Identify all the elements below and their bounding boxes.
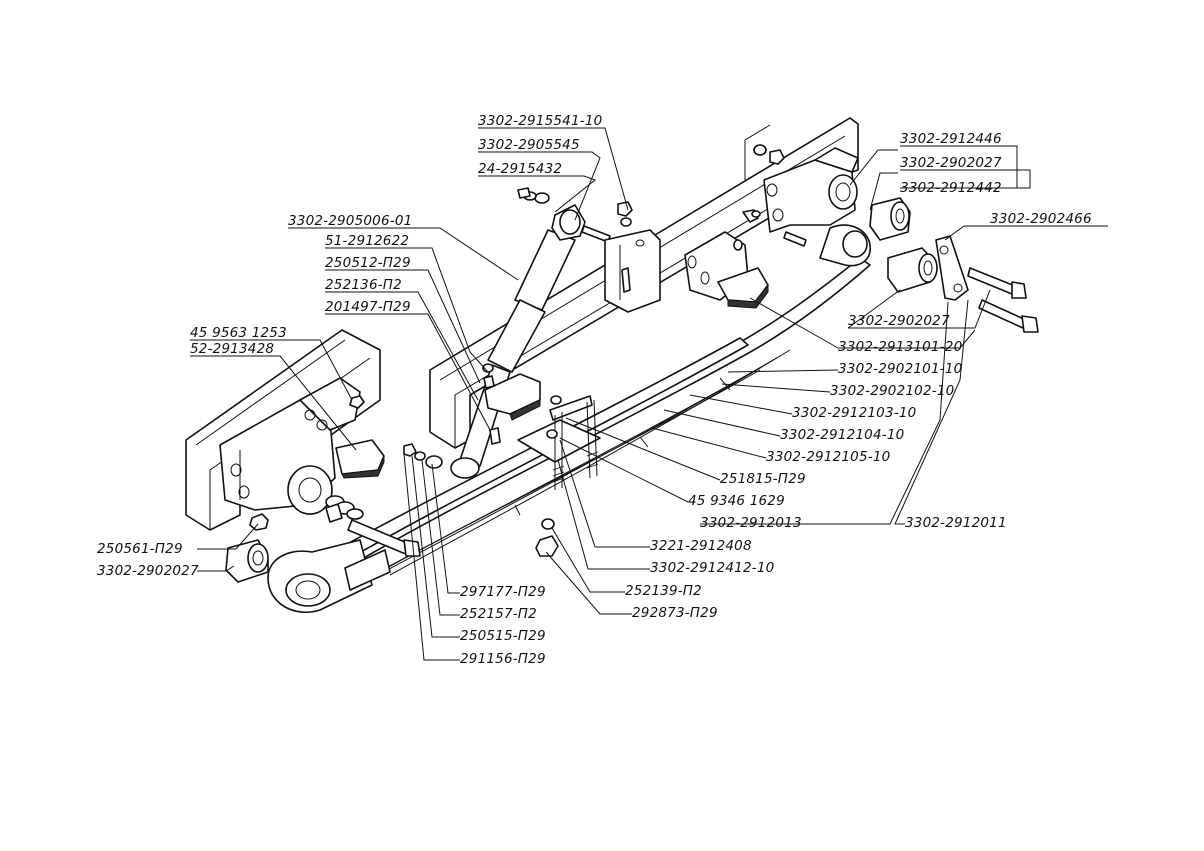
- shock-absorber: [450, 187, 611, 479]
- label-3302-2902027-right: 3302-2902027: [848, 313, 950, 329]
- center-bump-pad: [482, 363, 541, 445]
- label-250561-p29: 250561-П29: [97, 541, 183, 557]
- label-3302-2902027-top: 3302-2902027: [900, 155, 1002, 171]
- label-297177-p29: 297177-П29: [460, 584, 546, 600]
- label-45-9563-1253: 45 9563 1253: [190, 325, 287, 341]
- bushing-front-loose: [225, 539, 269, 583]
- label-252136-p2: 252136-П2: [325, 277, 402, 293]
- label-3302-2912446: 3302-2912446: [900, 131, 1002, 147]
- spring-bracket-front: [219, 377, 361, 515]
- rear-shackle-plate: [935, 235, 969, 301]
- label-3302-2912412-10: 3302-2912412-10: [650, 560, 774, 576]
- label-3302-2905006-01: 3302-2905006-01: [288, 213, 412, 229]
- label-3302-2913101-20: 3302-2913101-20: [838, 339, 962, 355]
- spring-bracket-rear: [753, 144, 859, 233]
- label-251815-p29: 251815-П29: [720, 471, 806, 487]
- spring-front-eye: [267, 539, 391, 614]
- u-bolt-assembly: [517, 395, 601, 490]
- bushing-rear-lower: [887, 247, 938, 293]
- label-252139-p2: 252139-П2: [625, 583, 702, 599]
- label-24-2915432: 24-2915432: [478, 161, 562, 177]
- label-3302-2902101-10: 3302-2902101-10: [838, 361, 962, 377]
- label-51-2912622: 51-2912622: [325, 233, 409, 249]
- label-252157-p2: 252157-П2: [460, 606, 537, 622]
- front-pin-bolt: [325, 495, 421, 557]
- label-3302-2912105-10: 3302-2912105-10: [766, 449, 890, 465]
- label-292873-p29: 292873-П29: [632, 605, 718, 621]
- label-3302-2915541-10: 3302-2915541-10: [478, 113, 602, 129]
- nut-front-frame: [249, 395, 365, 531]
- bump-stop-front: [335, 439, 385, 479]
- leaf-spring-pack: [299, 257, 871, 601]
- label-3302-2912011: 3302-2912011: [905, 515, 1007, 531]
- rear-bracket-bolt: [742, 209, 807, 247]
- spring-pad-mount: [684, 231, 769, 309]
- label-52-2913428: 52-2913428: [190, 341, 274, 357]
- rear-shackle-bolts: [967, 267, 1039, 333]
- label-3302-2912442: 3302-2912442: [900, 180, 1002, 196]
- label-45-9346-1629: 45 9346 1629: [688, 493, 785, 509]
- loose-washers-nuts: [403, 443, 559, 557]
- shock-upper-bracket: [604, 201, 661, 313]
- label-291156-p29: 291156-П29: [460, 651, 546, 667]
- bushing-rear-upper: [869, 197, 911, 241]
- label-3302-2912013: 3302-2912013: [700, 515, 802, 531]
- label-3302-2902027-left: 3302-2902027: [97, 563, 199, 579]
- label-250512-p29: 250512-П29: [325, 255, 411, 271]
- label-3302-2912104-10: 3302-2912104-10: [780, 427, 904, 443]
- label-3302-2902102-10: 3302-2902102-10: [830, 383, 954, 399]
- label-3221-2912408: 3221-2912408: [650, 538, 752, 554]
- label-201497-p29: 201497-П29: [325, 299, 411, 315]
- label-3302-2912103-10: 3302-2912103-10: [792, 405, 916, 421]
- leader-lines: [190, 127, 1108, 661]
- part-labels: 3302-2915541-10 3302-2905545 24-2915432 …: [97, 113, 1092, 667]
- label-250515-p29: 250515-П29: [460, 628, 546, 644]
- label-3302-2905545: 3302-2905545: [478, 137, 580, 153]
- label-3302-2902466: 3302-2902466: [990, 211, 1092, 227]
- spring-rear-eye: [819, 224, 871, 267]
